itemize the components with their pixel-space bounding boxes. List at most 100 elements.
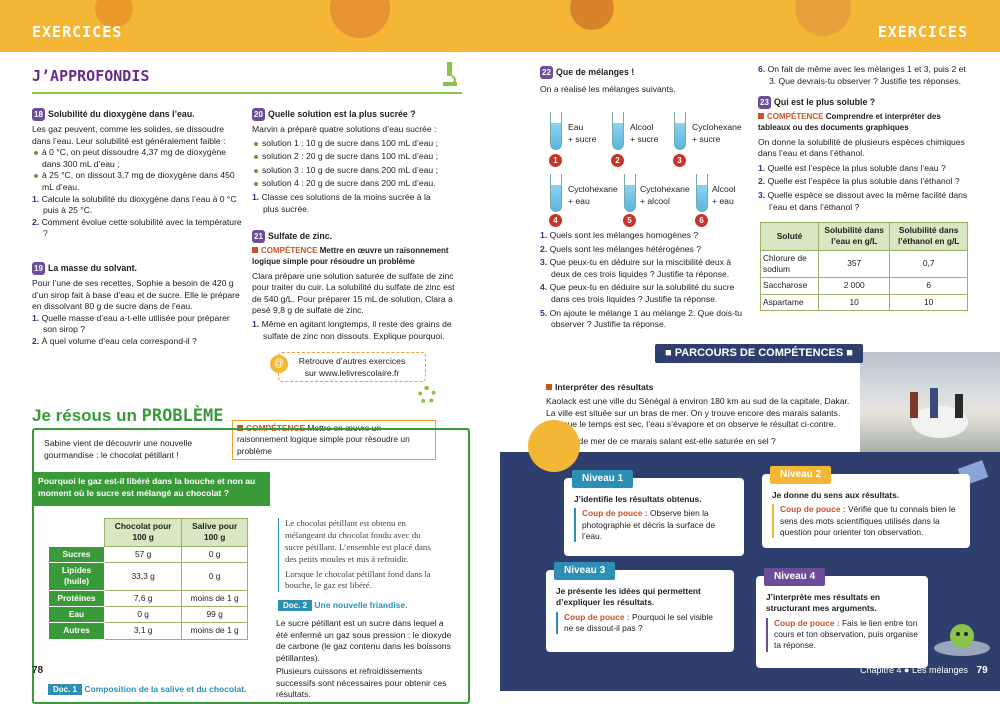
tube-number: 5 [623, 214, 636, 227]
test-tube [624, 174, 636, 212]
parcours-text: Kaolack est une ville du Sénégal à envir… [546, 396, 850, 430]
question: 1. Même en agitant longtemps, il reste d… [252, 318, 452, 341]
competence: COMPÉTENCE Mettre en œuvre un raisonneme… [252, 246, 449, 266]
question: 4. Que peux-tu en déduire sur la solubil… [540, 282, 735, 304]
banner-title-left: EXERCICES [32, 23, 123, 41]
level-title: J’interprète mes résultats en structuran… [766, 592, 881, 614]
tube-label: Cyclohexane+ sucre [692, 122, 742, 144]
test-tube [696, 174, 708, 212]
table-header: Solubilité dans l’éthanol en g/L [889, 222, 968, 251]
exercise-number: 22 [540, 66, 553, 79]
question: 1. Quelle masse d’eau a-t-elle utilisée … [32, 312, 230, 335]
question: 2. Quelle est l’espèce la plus soluble d… [758, 176, 960, 187]
question: 1. Calcule la solubilité du dioxygène da… [32, 193, 237, 216]
list-item: solution 4 : 20 g de sucre dans 200 mL d… [252, 178, 448, 190]
question: 2. Comment évolue cette solubilité avec … [32, 216, 242, 239]
tube-label: Alcool+ eau [712, 184, 736, 206]
tube-label: Cyclohexane+ eau [568, 184, 618, 206]
exercise-title: Sulfate de zinc. [268, 231, 333, 241]
level-3-card: Niveau 3 Je présente les idées qui perme… [546, 562, 734, 652]
website-line: sur www.lelivrescolaire.fr [304, 367, 400, 378]
tube-number: 2 [611, 154, 624, 167]
level-tag: Niveau 3 [554, 562, 616, 580]
parcours-question: ❯ L’eau de mer de ce marais salant est-e… [546, 436, 776, 446]
tube-number: 3 [673, 154, 686, 167]
exercise-title: Que de mélanges ! [556, 67, 635, 77]
exercices-banner: EXERCICES EXERCICES [0, 0, 1000, 52]
table-header: Soluté [760, 222, 819, 251]
level-1-card: Niveau 1 J’identifie les résultats obten… [564, 470, 744, 556]
level-hint: Coup de pouce : Pourquoi le sel visible … [556, 611, 724, 635]
parcours-title: ■ PARCOURS DE COMPÉTENCES ■ [655, 344, 863, 363]
exercise-intro: On a réalisé les mélanges suivants. [540, 84, 676, 94]
exercise-title: La masse du solvant. [48, 263, 137, 273]
tube-label: Alcool+ sucre [630, 122, 659, 144]
tube-number: 1 [549, 154, 562, 167]
doc2-paragraph: Lorsque le chocolat pétillant fond dans … [285, 568, 431, 591]
tubes-figure: Eau+ sucre 1 Alcool+ sucre 2 Cyclohexane… [540, 108, 742, 227]
exercise-intro: Clara prépare une solution saturée de su… [252, 270, 455, 316]
section-underline [32, 92, 462, 94]
table-header: Salive pour 100 g [181, 518, 248, 547]
probleme-title: Je résous un PROBLÈME [32, 406, 224, 426]
parcours-subtitle: Interpréter des résultats [546, 382, 653, 394]
banner-title-right: EXERCICES [877, 23, 968, 41]
question: 2. À quel volume d’eau cela correspond-i… [32, 335, 197, 346]
exercise-title: Quelle solution est la plus sucrée ? [268, 109, 416, 119]
test-tube [674, 112, 686, 150]
website-link[interactable]: Retrouve d’autres exercices sur www.leli… [278, 352, 426, 382]
exercise-22-questions: 1. Quels sont les mélanges homogènes ? 2… [540, 230, 750, 331]
list-item: à 25 °C, on dissout 3,7 mg de dioxygène … [32, 170, 244, 193]
planet-decoration [570, 0, 614, 30]
table-header: Chocolat pour 100 g [103, 518, 183, 547]
exercise-title: Qui est le plus soluble ? [774, 97, 876, 107]
footer: Chapitre 4 ● Les mélanges 79 [860, 665, 988, 676]
doc2-caption: Doc. 2 Une nouvelle friandise. [278, 600, 407, 612]
section-title: J’APPROFONDIS [32, 67, 150, 85]
exercise-intro: Pour l’une de ses recettes, Sophie a bes… [32, 278, 240, 312]
exercise-number: 18 [32, 108, 45, 121]
planet-decoration [330, 0, 390, 38]
exercise-number: 20 [252, 108, 265, 121]
level-title: Je présente les idées qui permettent d’e… [556, 586, 701, 608]
exercise-intro: On donne la solubilité de plusieurs espè… [758, 136, 965, 159]
test-tube [550, 174, 562, 212]
competence: COMPÉTENCE Comprendre et interpréter des… [758, 112, 941, 132]
level-title: J’identifie les résultats obtenus. [574, 494, 702, 504]
planet-decoration [528, 420, 580, 472]
question: 2. Quels sont les mélanges hétérogènes ? [540, 243, 702, 254]
level-tag: Niveau 1 [572, 470, 634, 488]
question: 1. Classe ces solutions de la moins sucr… [252, 191, 431, 214]
gear-icon [418, 386, 436, 404]
question: 3. Quelle espèce se dissout avec la même… [758, 189, 968, 212]
level-tag: Niveau 4 [764, 568, 826, 586]
question: 3. Que peux-tu en déduire sur la miscibi… [540, 257, 732, 279]
tube-number: 6 [695, 214, 708, 227]
list-item: solution 3 : 10 g de sucre dans 200 mL d… [252, 165, 448, 177]
level-title: Je donne du sens aux résultats. [772, 490, 900, 500]
question: 1. Quelle est l’espèce la plus soluble d… [758, 162, 946, 173]
salt-marsh-photo [860, 352, 1000, 452]
doc1-table: Chocolat pour 100 g Salive pour 100 g Su… [48, 518, 248, 640]
solubility-table: Soluté Solubilité dans l’eau en g/L Solu… [760, 222, 968, 312]
planet-decoration [795, 0, 851, 36]
test-tube [612, 112, 624, 150]
website-line: Retrouve d’autres exercices [298, 356, 406, 366]
doc1-caption: Doc. 1 Composition de la salive et du ch… [48, 684, 246, 696]
level-tag: Niveau 2 [770, 466, 832, 484]
exercise-number: 19 [32, 262, 45, 275]
exercise-number: 21 [252, 230, 265, 243]
list-item: à 0 °C, on peut dissoudre 4,37 mg de dio… [32, 147, 244, 170]
probleme-frame: Sabine vient de découvrir une nouvelle g… [32, 428, 470, 704]
